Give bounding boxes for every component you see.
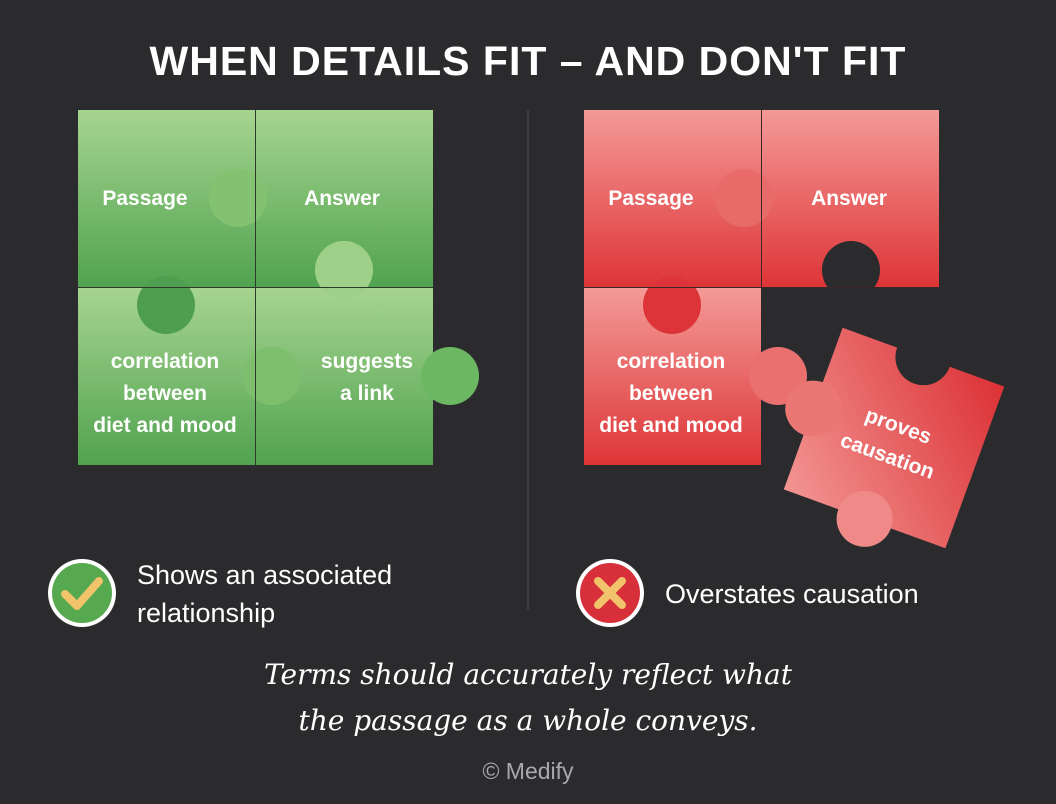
- answer-label: Answer: [811, 187, 887, 210]
- correlation-label-line3: diet and mood: [93, 414, 237, 437]
- fit-caption: Shows an associated relationship: [137, 556, 392, 632]
- page-title: WHEN DETAILS FIT – AND DON'T FIT: [149, 38, 907, 84]
- puzzle-knob: [243, 347, 301, 405]
- puzzle-knob: [643, 276, 701, 334]
- footnote: Terms should accurately reflect what the…: [0, 652, 1056, 744]
- panel-divider: [527, 110, 529, 610]
- misfit-puzzle: proves causation Passage Answer correlat…: [584, 110, 1005, 549]
- correlation-label-line3: diet and mood: [599, 414, 743, 437]
- puzzle-knob: [209, 169, 267, 227]
- correlation-label-line2: between: [123, 382, 207, 405]
- footnote-line2: the passage as a whole conveys.: [298, 704, 758, 737]
- puzzle-knob: [137, 276, 195, 334]
- puzzle-hole: [822, 241, 880, 299]
- suggests-label-line1: suggests: [321, 350, 413, 373]
- passage-label: Passage: [102, 187, 187, 210]
- answer-label: Answer: [304, 187, 380, 210]
- x-icon: [576, 559, 644, 627]
- puzzle-knob: [421, 347, 479, 405]
- fit-caption-line1: Shows an associated: [137, 560, 393, 590]
- misfit-caption: Overstates causation: [665, 579, 919, 609]
- footnote-line1: Terms should accurately reflect what: [264, 658, 792, 691]
- copyright: © Medify: [482, 758, 574, 784]
- passage-label: Passage: [608, 187, 693, 210]
- puzzle-knob: [315, 241, 373, 299]
- check-icon: [48, 559, 116, 627]
- suggests-label-line2: a link: [340, 382, 394, 405]
- proves-causation-piece: proves causation: [783, 327, 1005, 549]
- correlation-label-line1: correlation: [617, 350, 726, 373]
- fit-puzzle: Passage Answer correlation between diet …: [78, 110, 479, 465]
- correlation-label-line2: between: [629, 382, 713, 405]
- correlation-label-line1: correlation: [111, 350, 220, 373]
- puzzle-knob: [715, 169, 773, 227]
- fit-caption-line2: relationship: [137, 598, 276, 628]
